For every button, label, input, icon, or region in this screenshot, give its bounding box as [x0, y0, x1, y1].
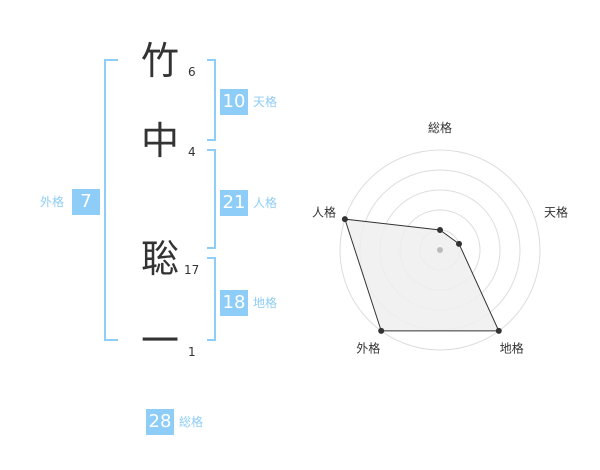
radar-axis-label-4: 外格 — [356, 341, 380, 356]
tenkaku-label: 天格 — [253, 95, 278, 109]
radar-axis-label-1: 総格 — [428, 120, 452, 135]
chikaku-bracket — [207, 257, 216, 341]
name-char-3: 聡 — [141, 237, 180, 281]
radar-axis-label-5: 人格 — [312, 204, 336, 219]
radar-ring — [339, 149, 541, 351]
stroke-count-2: 4 — [188, 145, 196, 159]
chikaku-value-badge: 18 — [220, 290, 248, 316]
radar-center-dot — [437, 247, 443, 253]
stroke-count-3: 17 — [184, 263, 200, 277]
radar-point-5 — [341, 216, 348, 223]
jinkaku-bracket — [207, 149, 216, 249]
jinkaku-value-badge: 21 — [220, 190, 248, 216]
name-char-1: 竹 — [141, 39, 180, 83]
radar-axis-label-2: 天格 — [544, 204, 568, 219]
jinkaku-label: 人格 — [253, 196, 278, 210]
radar-point-4 — [378, 327, 385, 334]
stroke-count-1: 6 — [188, 65, 196, 79]
chikaku-label: 地格 — [253, 296, 278, 310]
radar-point-2 — [456, 240, 463, 247]
soukaku-label: 総格 — [179, 415, 204, 429]
radar-axis-label-3: 地格 — [500, 341, 524, 356]
gaikaku-label: 外格 — [40, 195, 65, 209]
radar-point-3 — [495, 327, 502, 334]
tenkaku-value-badge: 10 — [220, 89, 248, 115]
radar-point-1 — [437, 227, 443, 233]
tenkaku-bracket — [207, 59, 216, 141]
soukaku-value-badge: 28 — [146, 409, 174, 435]
name-char-2: 中 — [141, 119, 180, 163]
name-char-4: 一 — [141, 319, 180, 363]
radar-area — [344, 218, 500, 332]
gaikaku-bracket — [104, 59, 118, 341]
stroke-count-4: 1 — [188, 345, 196, 359]
gaikaku-value-badge: 7 — [72, 189, 100, 215]
